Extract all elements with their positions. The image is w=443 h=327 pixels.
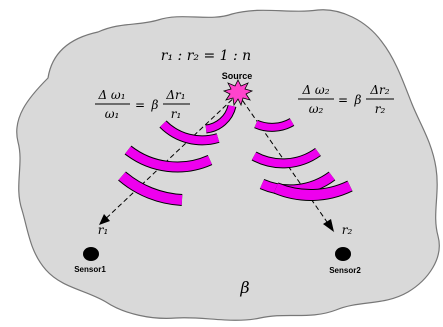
right-equation-denominator: ω₂	[309, 102, 324, 116]
distance-r1-label: r₁	[98, 223, 109, 237]
medium-region	[16, 9, 440, 321]
sensor1-label: Sensor1	[74, 265, 106, 274]
left-equation-numerator: Δ ω₁	[97, 88, 125, 102]
left-equation-equals: =	[135, 98, 145, 112]
wave-arc-left-4-fill	[118, 172, 183, 205]
right-equation-beta: β	[354, 93, 362, 107]
wave-arc-left-2-fill	[160, 121, 220, 145]
source-label: Source	[222, 71, 253, 81]
sensor2-label: Sensor2	[329, 266, 361, 275]
wave-arc-right-1-fill	[254, 118, 294, 131]
left-equation-beta: β	[151, 98, 159, 112]
right-equation-numerator: Δ ω₂	[301, 83, 329, 97]
sensor2-dot	[335, 247, 351, 261]
distance-r2-label: r₂	[342, 223, 353, 237]
path-to-sensor2-arrowhead	[323, 219, 334, 232]
wave-arc-right-4-fill	[274, 181, 353, 200]
wave-arc-left-3-fill	[125, 146, 212, 172]
wave-arc-left-1-fill	[205, 105, 236, 133]
left-equation-r-denominator: r₁	[171, 107, 182, 121]
right-equation: Δ ω₂ ω₂ = β Δr₂ r₂	[298, 83, 394, 116]
wave-arc-right-2-fill	[252, 148, 321, 168]
ratio-label: r₁ : r₂ = 1 : n	[161, 48, 251, 64]
left-equation-r-numerator: Δr₁	[165, 88, 185, 102]
source-burst-icon	[222, 79, 254, 107]
left-equation-denominator: ω₁	[105, 107, 120, 121]
left-equation: Δ ω₁ ω₁ = β Δr₁ r₁	[95, 88, 190, 121]
right-equation-equals: =	[338, 93, 348, 107]
sensor1-dot	[83, 247, 99, 261]
right-equation-r-numerator: Δr₂	[369, 83, 389, 97]
right-equation-r-denominator: r₂	[375, 102, 386, 116]
path-to-sensor1-arrowhead	[99, 214, 110, 225]
medium-beta-label: β	[239, 278, 249, 297]
